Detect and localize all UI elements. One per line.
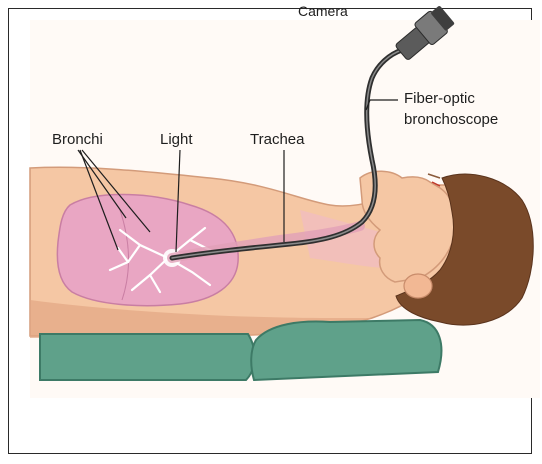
label-light: Light: [160, 131, 193, 148]
label-camera: Camera: [298, 3, 348, 19]
label-fiber-optic: Fiber-optic: [404, 90, 475, 107]
label-trachea: Trachea: [250, 131, 305, 148]
label-bronchi: Bronchi: [52, 131, 103, 148]
label-bronchoscope: bronchoscope: [404, 111, 498, 128]
mat-left: [40, 334, 255, 380]
patient-ear: [404, 274, 432, 298]
mat-right: [251, 320, 441, 380]
